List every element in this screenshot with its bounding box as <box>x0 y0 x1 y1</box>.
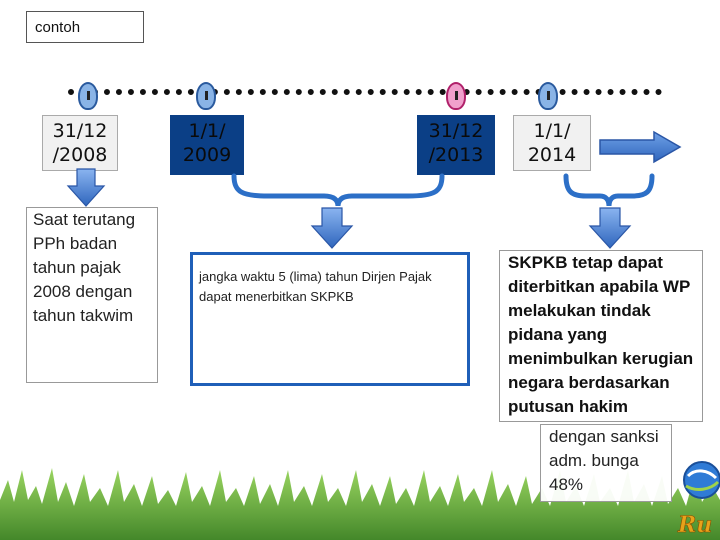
logo-icon: Ru <box>672 458 720 540</box>
down-arrow-icon-3 <box>588 206 632 250</box>
description-sanction: dengan sanksi adm. bunga 48% <box>540 424 672 502</box>
description-first: Saat terutang PPh badan tahun pajak 2008… <box>26 207 158 383</box>
pin-icon-2008 <box>78 82 98 110</box>
timeline-line <box>68 89 662 95</box>
description-right: SKPKB tetap dapat diterbitkan apabila WP… <box>499 250 703 422</box>
date-box-2013: 31/12 /2013 <box>417 115 495 175</box>
brace-icon <box>228 172 448 208</box>
example-label: contoh <box>26 11 144 43</box>
date-box-2014: 1/1/ 2014 <box>513 115 591 171</box>
date-box-2008: 31/12 /2008 <box>42 115 118 171</box>
right-arrow-icon <box>598 130 682 164</box>
brace-icon-right <box>562 172 656 208</box>
description-middle: jangka waktu 5 (lima) tahun Dirjen Pajak… <box>190 252 470 386</box>
date-box-2009: 1/1/ 2009 <box>170 115 244 175</box>
pin-icon-2009 <box>196 82 216 110</box>
pin-icon-2013 <box>446 82 466 110</box>
pin-icon-2014 <box>538 82 558 110</box>
down-arrow-icon-1 <box>66 168 106 208</box>
svg-text:Ru: Ru <box>677 512 712 538</box>
down-arrow-icon-2 <box>310 206 354 250</box>
